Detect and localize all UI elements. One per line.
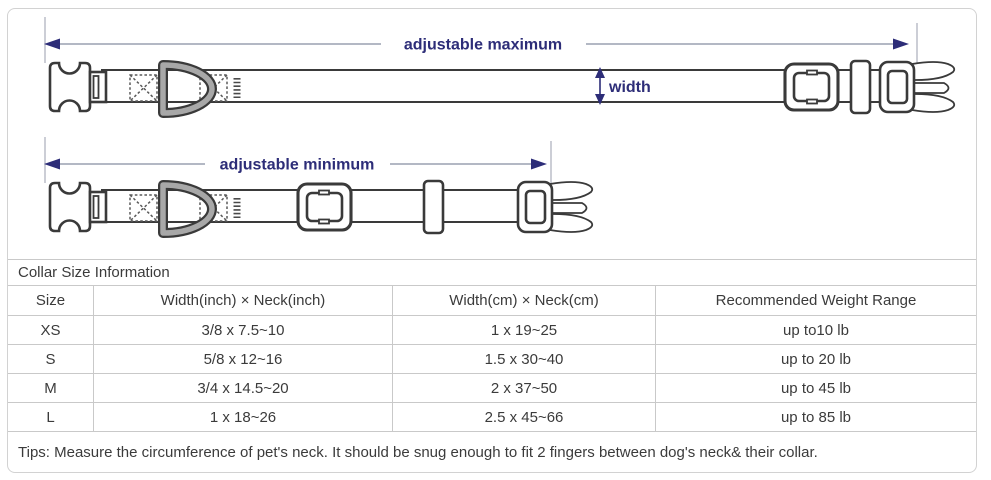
arrow-down-icon [595,94,605,105]
arrow-left-icon [44,158,60,170]
male-buckle-icon [516,180,594,234]
d-ring-icon [158,60,217,118]
triglide-slider-icon [783,62,840,112]
collar-diagram: adjustable maximum [44,17,956,238]
size-cell: S [8,344,93,373]
weight-cell: up to 20 lb [655,344,976,373]
female-buckle-icon [48,181,108,233]
tips-note: Tips: Measure the circumference of pet's… [8,431,976,472]
inch-cell: 3/8 x 7.5~10 [93,315,392,344]
header-size: Size [8,285,93,315]
content-frame: adjustable maximum [7,8,977,473]
width-annotation: width [595,67,651,105]
cm-cell: 2.5 x 45~66 [392,402,655,431]
inch-cell: 5/8 x 12~16 [93,344,392,373]
cm-cell: 1 x 19~25 [392,315,655,344]
table-title: Collar Size Information [8,259,976,285]
weight-cell: up to 45 lb [655,373,976,402]
inch-cell: 1 x 18~26 [93,402,392,431]
arrow-right-icon [893,38,909,50]
inch-cell: 3/4 x 14.5~20 [93,373,392,402]
cm-cell: 2 x 37~50 [392,373,655,402]
arrow-left-icon [44,38,60,50]
adjustable-maximum-label: adjustable maximum [404,37,562,54]
collar-min: adjustable minimum [44,137,594,238]
weight-cell: up to 85 lb [655,402,976,431]
collar-max: adjustable maximum [44,17,956,118]
header-weight-range: Recommended Weight Range [655,285,976,315]
keeper-loop-icon [422,179,445,235]
dimension-min: adjustable minimum [44,137,552,187]
header-width-cm: Width(cm) × Neck(cm) [392,285,655,315]
size-cell: XS [8,315,93,344]
width-label: width [608,79,651,96]
d-ring-icon [158,180,217,238]
size-cell: M [8,373,93,402]
stitch-box-icon [129,194,158,222]
triglide-slider-icon [296,182,353,232]
weight-cell: up to10 lb [655,315,976,344]
header-width-inch: Width(inch) × Neck(inch) [93,285,392,315]
arrow-right-icon [531,158,547,170]
size-table: Collar Size Information Size Width(inch)… [8,259,976,472]
stitch-box-icon [129,74,158,102]
male-buckle-icon [878,60,956,114]
size-cell: L [8,402,93,431]
adjustable-minimum-label: adjustable minimum [220,157,375,174]
female-buckle-icon [48,61,108,113]
keeper-loop-icon [849,59,872,115]
arrow-up-icon [595,67,605,78]
cm-cell: 1.5 x 30~40 [392,344,655,373]
dimension-max: adjustable maximum [44,17,918,67]
